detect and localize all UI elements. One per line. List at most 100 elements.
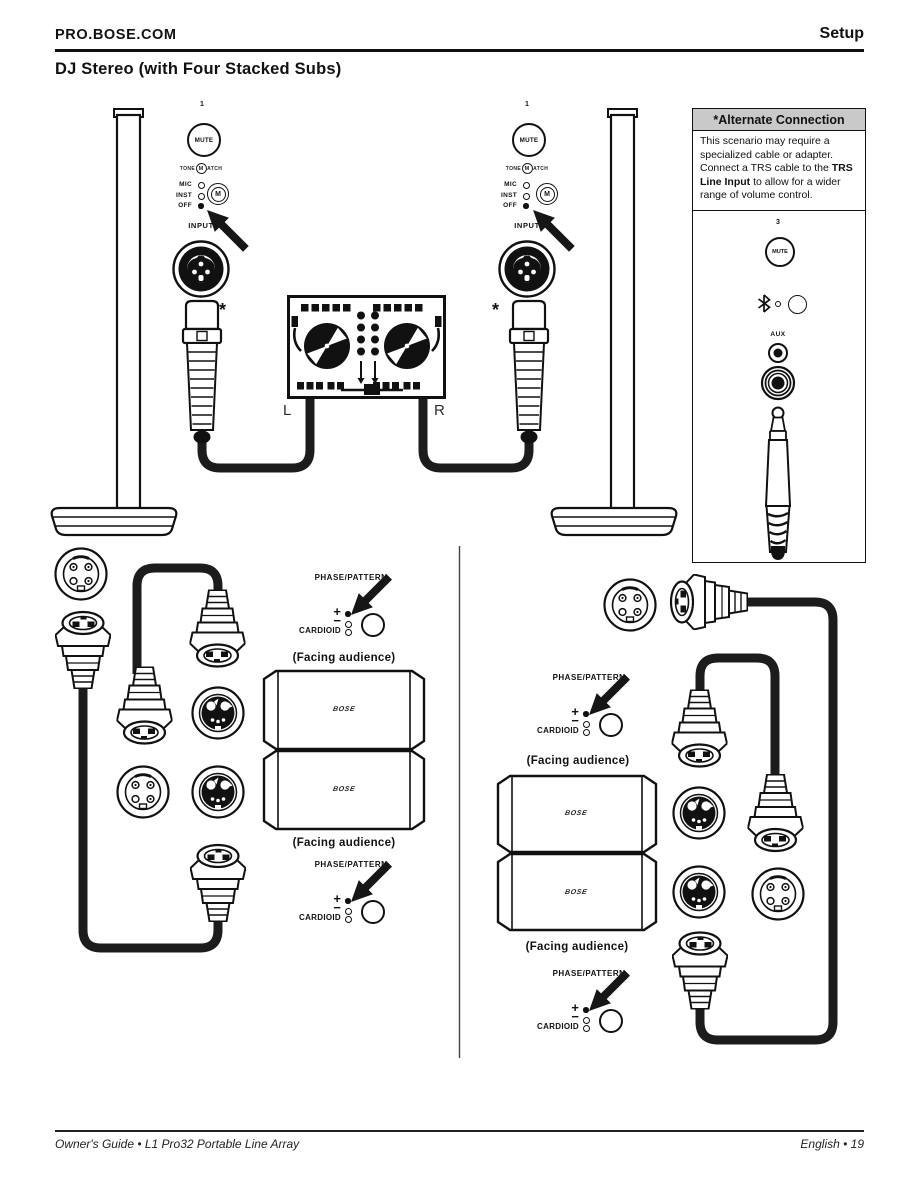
tonematch-text: TONE [179, 165, 196, 172]
header-rule [55, 49, 864, 52]
alt-mute-button: MUTE [765, 237, 795, 267]
facing-audience-label: (Facing audience) [526, 755, 630, 767]
left-asterisk: * [219, 300, 227, 320]
right-mute-button: MUTE [512, 123, 546, 157]
bluetooth-led [774, 301, 781, 307]
phase-plus-led [583, 1007, 589, 1013]
right-speaker-stand [550, 108, 678, 537]
cardioid-label: CARDIOID [537, 1022, 579, 1031]
page-title: DJ Stereo (with Four Stacked Subs) [55, 60, 342, 78]
mute-label: MUTE [194, 136, 214, 144]
mute-label: MUTE [772, 249, 788, 255]
speakon-socket-icon [603, 578, 657, 632]
cardioid-led [583, 1025, 590, 1032]
right-tonematch-knob: M [536, 183, 558, 205]
phase-plus-label: + [571, 1000, 579, 1015]
right-xlr-cable [418, 399, 534, 473]
speakon-plug-icon [190, 843, 246, 922]
mute-label: MUTE [519, 136, 539, 144]
section-title: Setup [819, 25, 864, 42]
speakon-plug-icon [671, 689, 728, 768]
phase-minus-led [583, 1016, 590, 1024]
right-sub-cable-loop [695, 653, 780, 781]
phase-arrow-icon [589, 969, 631, 1011]
right-led-mic-label: MIC [504, 181, 517, 188]
right-xlr-plug-icon [508, 299, 550, 444]
phase-minus-label: − [333, 900, 341, 915]
speakon-socket-icon [116, 765, 170, 819]
left-xlr-plug-icon [181, 299, 223, 444]
left-led-inst-label: INST [175, 191, 192, 199]
speakon-plug-icon [116, 666, 173, 745]
footer-page-number: English • 19 [800, 1137, 864, 1151]
phase-minus-label: − [333, 613, 341, 628]
speakon-plug-icon [55, 610, 111, 689]
dj-right-output-label: R [434, 402, 445, 419]
site-url: PRO.BOSE.COM [55, 27, 177, 43]
m-rotary-icon: M [210, 186, 226, 202]
phase-minus-label: − [571, 713, 579, 728]
right-channel-number: 1 [525, 101, 529, 108]
inst-led [198, 192, 205, 200]
speakon-socket-icon [672, 786, 726, 840]
speakon-socket-icon [191, 686, 245, 740]
alternate-connection-title: *Alternate Connection [692, 108, 866, 131]
off-led [198, 203, 204, 209]
left-sub-cable-loop [132, 563, 223, 674]
phase-minus-led [345, 620, 352, 628]
cardioid-led [583, 729, 590, 736]
right-sub-stack [496, 774, 658, 932]
mic-led [198, 182, 205, 189]
left-xlr-cable [197, 399, 315, 473]
phase-arrow-icon [351, 860, 393, 902]
bose-logo: BOSE [332, 786, 356, 793]
speakon-socket-icon [191, 765, 245, 819]
body-bold-text: TRS Line Input [700, 162, 853, 188]
bose-logo: BOSE [564, 810, 588, 817]
phase-pattern-label: PHASE/PATTERN [552, 969, 626, 978]
phase-minus-led [345, 907, 352, 915]
alt-connection-artwork [757, 294, 796, 560]
left-tonematch-knob: M [207, 183, 229, 205]
left-led-mic-label: MIC [179, 181, 192, 188]
facing-audience-label: (Facing audience) [292, 652, 396, 664]
phase-pattern-knob [599, 713, 623, 737]
speakon-socket-icon [672, 865, 726, 919]
cardioid-label: CARDIOID [299, 913, 341, 922]
speakon-plug-icon [189, 589, 246, 668]
left-channel-number: 1 [200, 101, 204, 108]
phase-pattern-knob [599, 1009, 623, 1033]
phase-plus-label: + [333, 604, 341, 619]
cardioid-label: CARDIOID [537, 726, 579, 735]
phase-minus-led [583, 720, 590, 728]
alternate-connection-body: This scenario may require a specialized … [700, 135, 859, 203]
speakon-socket-icon [54, 547, 108, 601]
phase-plus-led [345, 611, 351, 617]
left-mute-button: MUTE [187, 123, 221, 157]
left-input-label: INPUT [188, 221, 214, 230]
tonematch-text: ATCH [533, 165, 549, 172]
phase-pattern-block: PHASE/PATTERN + − CARDIOID [283, 860, 419, 926]
phase-plus-label: + [571, 704, 579, 719]
bose-logo: BOSE [332, 706, 356, 713]
right-input-label: INPUT [514, 221, 540, 230]
speakon-socket-icon [751, 867, 805, 921]
left-sub-cable-long [78, 684, 223, 953]
phase-pattern-knob [361, 900, 385, 924]
cardioid-led [345, 629, 352, 636]
alt-channel-number: 3 [776, 219, 780, 226]
speakon-plug-icon [669, 574, 748, 630]
phase-pattern-block: PHASE/PATTERN + − CARDIOID [283, 573, 419, 639]
trs-line-input-jack-icon [760, 365, 796, 401]
facing-audience-label: (Facing audience) [525, 941, 629, 953]
left-speaker-stand [50, 108, 178, 537]
left-sub-stack [262, 669, 426, 831]
alt-box-divider [692, 210, 866, 211]
m-rotary-icon: M [539, 186, 555, 202]
speakon-plug-icon [747, 774, 804, 853]
footer-document-title: Owner's Guide • L1 Pro32 Portable Line A… [55, 1137, 300, 1151]
aux-label: AUX [770, 331, 786, 338]
